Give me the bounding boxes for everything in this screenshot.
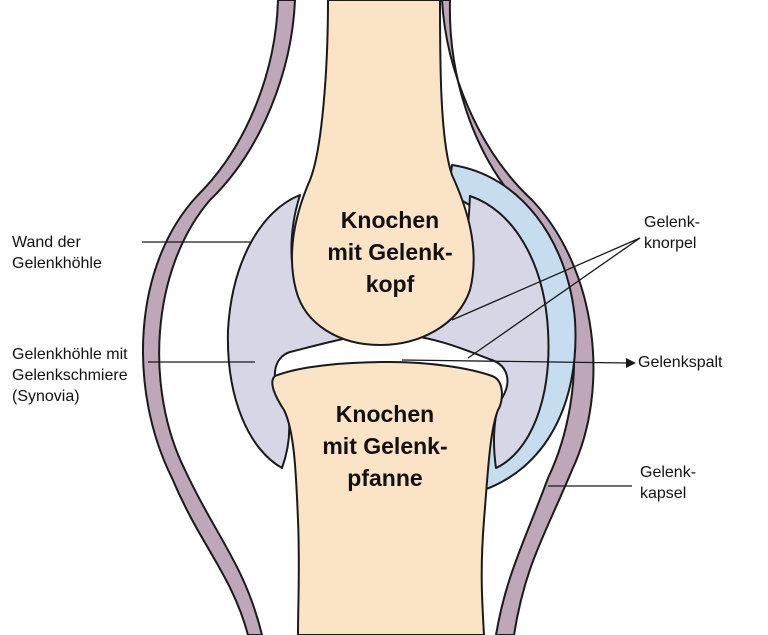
lower-bone	[271, 361, 503, 635]
label-kapsel-line-1: Gelenk-	[640, 464, 697, 481]
leader-lines	[142, 237, 641, 487]
leader-knorpel-upper	[451, 237, 641, 321]
leader-knorpel-lower	[467, 237, 641, 359]
label-wand-line-1: Wand der	[12, 234, 81, 251]
label-hoehle-line-2: Gelenkschmiere	[12, 367, 128, 384]
lower-bone-line-2: mit Gelenk-	[322, 433, 448, 459]
lower-bone-line-3: pfanne	[347, 465, 423, 491]
label-wand-der-gelenkhoehle: Wand der Gelenkhöhle	[12, 232, 102, 274]
label-gelenkknorpel: Gelenk- knorpel	[644, 212, 700, 254]
capsule-left	[142, 0, 296, 635]
label-kapsel-line-2: kapsel	[640, 485, 687, 502]
leader-spalt	[401, 359, 629, 364]
upper-bone-line-3: kopf	[365, 271, 415, 297]
label-gelenkhoehle: Gelenkhöhle mit Gelenkschmiere (Synovia)	[12, 344, 128, 407]
label-knorpel-line-1: Gelenk-	[644, 214, 701, 231]
arrow-spalt	[626, 358, 636, 368]
upper-bone-label: Knochen mit Gelenk- kopf	[310, 204, 470, 300]
upper-bone-line-1: Knochen	[340, 207, 440, 233]
label-hoehle-line-3: (Synovia)	[12, 388, 80, 405]
upper-bone-line-2: mit Gelenk-	[327, 239, 453, 265]
label-gelenkspalt: Gelenkspalt	[638, 354, 723, 371]
label-knorpel-line-2: knorpel	[644, 235, 697, 252]
lower-bone-label: Knochen mit Gelenk- pfanne	[300, 398, 470, 494]
label-hoehle-line-1: Gelenkhöhle mit	[12, 346, 128, 363]
upper-bone	[290, 0, 475, 346]
lower-bone-line-1: Knochen	[335, 401, 435, 427]
label-gelenkkapsel: Gelenk- kapsel	[640, 462, 696, 504]
label-wand-line-2: Gelenkhöhle	[12, 255, 102, 272]
